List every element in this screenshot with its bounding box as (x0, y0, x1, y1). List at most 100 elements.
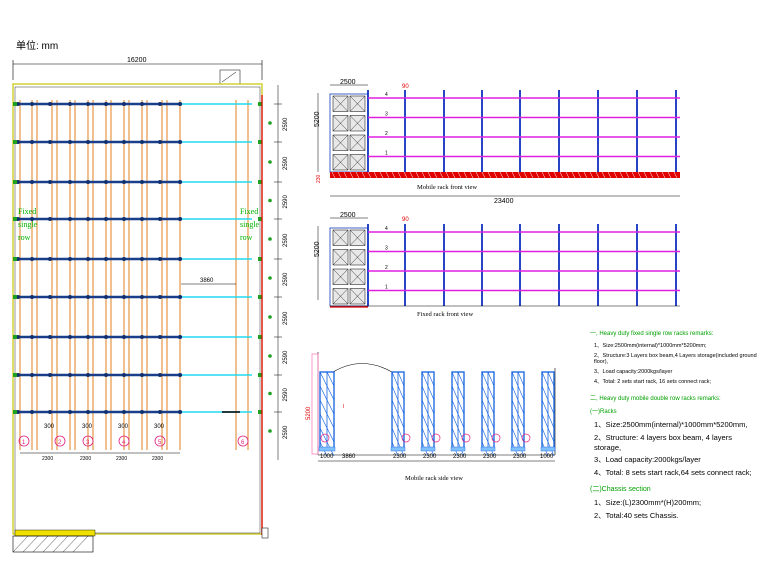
side-chassis (480, 446, 496, 452)
svg-text:single: single (18, 220, 38, 229)
side-rack-circle (461, 433, 471, 443)
plan-beam-joint (140, 335, 144, 339)
plan-beam-joint (140, 257, 144, 261)
plan-2300-label: 2300 (116, 456, 127, 462)
plan-beam-joint (122, 217, 126, 221)
plan-rack-circle (237, 435, 249, 447)
plan-beam-joint (68, 180, 72, 184)
plan-wall-marker (13, 180, 17, 184)
unit-label: 单位: mm (16, 39, 58, 52)
side-chassis (540, 446, 556, 452)
fixed-height-label: 5200 (314, 241, 321, 257)
plan-beam-joint (140, 217, 144, 221)
plan-wall-marker (13, 140, 17, 144)
rack-level-label: 2 (385, 265, 388, 271)
plan-beam-joint (178, 217, 182, 221)
front-caption: Mobile rack front view (417, 184, 477, 191)
plan-beam-joint (178, 410, 182, 414)
plan-wall-marker (258, 257, 262, 261)
plan-beam-joint (158, 102, 162, 106)
plan-beam-joint (178, 102, 182, 106)
side-dim-label: 2300 (513, 454, 527, 460)
side-caption: Mobile rack side view (405, 475, 463, 482)
side-dim-label: 2300 (393, 454, 407, 460)
plan-beam-joint (68, 102, 72, 106)
plan-beam-joint (104, 335, 108, 339)
side-chassis (390, 446, 406, 452)
side-rack-circle (431, 433, 441, 443)
rack-level-label: 3 (385, 112, 388, 118)
plan-rack-number: 5 (158, 440, 162, 446)
side-dim-label: 2300 (453, 454, 467, 460)
plan-right-dim: 2590 (283, 233, 289, 247)
fixed-right-label: Fixed (240, 207, 258, 216)
plan-beam-joint (140, 410, 144, 414)
plan-right-dim: 2590 (283, 350, 289, 364)
remarks-1-line: 2、Structure:3 Layers box beam,4 Layers s… (594, 353, 757, 365)
plan-beam-joint (68, 410, 72, 414)
plan-wall-marker (13, 295, 17, 299)
plan-outer-wall (12, 83, 263, 535)
remarks-3-line: 2、Total:40 sets Chassis. (594, 511, 679, 520)
plan-beam-joint (158, 295, 162, 299)
plan-wall-marker (258, 295, 262, 299)
plan-beam-joint (30, 257, 34, 261)
plan-wall-marker (258, 373, 262, 377)
plan-beam-joint (48, 410, 52, 414)
plan-beam-joint (140, 140, 144, 144)
plan-beam-joint (158, 373, 162, 377)
plan-beam-joint (30, 335, 34, 339)
fixed-small-label: 90 (402, 217, 409, 223)
remarks-1-line: 1、Size:2500mm(internal)*1000mm*5200mm; (594, 343, 707, 349)
plan-2300-label: 2300 (80, 456, 91, 462)
side-chassis (510, 446, 526, 452)
plan-beam-joint (68, 257, 72, 261)
side-left-wall (311, 353, 319, 455)
plan-2300-label: 2300 (42, 456, 53, 462)
plan-beam-joint (86, 257, 90, 261)
plan-beam-joint (30, 217, 34, 221)
plan-right-dim: 2590 (283, 156, 289, 170)
rack-level-label: 2 (385, 131, 388, 137)
plan-beam-joint (68, 335, 72, 339)
plan-rack-number: 2 (58, 440, 62, 446)
plan-beam-joint (140, 180, 144, 184)
remarks-sub-2: (一)Racks (590, 409, 617, 415)
plan-beam-joint (178, 257, 182, 261)
remarks-2-line: 4、Total: 8 sets start rack,64 sets conne… (594, 468, 752, 477)
plan-beam-joint (48, 295, 52, 299)
plan-beam-joint (48, 102, 52, 106)
rack-level-label: 4 (385, 226, 388, 232)
plan-beam-joint (68, 295, 72, 299)
plan-beam-joint (178, 140, 182, 144)
plan-beam-joint (86, 373, 90, 377)
plan-beam-joint (86, 335, 90, 339)
plan-rack-number: 1 (22, 440, 26, 446)
remarks-2-line: 2、Structure: 4 layers box beam, 4 layers… (594, 433, 732, 452)
plan-beam-joint (30, 180, 34, 184)
plan-beam-joint (122, 140, 126, 144)
side-racks (311, 353, 556, 457)
plan-rack-circle (18, 435, 30, 447)
plan-wall-marker (13, 335, 17, 339)
plan-300-label: 300 (118, 424, 129, 430)
plan-beam-joint (30, 410, 34, 414)
plan-right-dim: 2590 (283, 425, 289, 439)
plan-beam-joint (158, 335, 162, 339)
plan-wall-marker (258, 180, 262, 184)
svg-text:single: single (240, 220, 260, 229)
plan-beam-joint (122, 410, 126, 414)
plan-dim-marker (268, 391, 272, 396)
rack-level-label: 3 (385, 246, 388, 252)
plan-300-label: 300 (82, 424, 93, 430)
plan-beam-joint (30, 295, 34, 299)
plan-beam-joint (122, 257, 126, 261)
side-dim-label: 1000 (320, 454, 334, 460)
